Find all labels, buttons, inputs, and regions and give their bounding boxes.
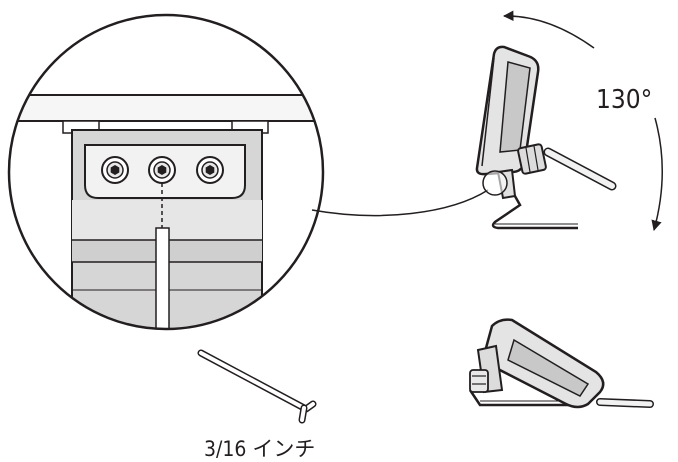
angle-label: 130° [596, 85, 652, 115]
rotation-indicator: 130° [502, 10, 663, 232]
rotation-arc-bottom [651, 117, 663, 232]
detail-callout-circle [482, 170, 508, 196]
hex-wrench [197, 349, 317, 424]
rotation-arc-top [502, 10, 595, 49]
housing-edge [9, 94, 323, 122]
display-tilted [468, 318, 654, 409]
bolt-center [148, 156, 176, 184]
hex-key-inserted [155, 227, 170, 329]
display-upright [475, 45, 617, 230]
wrench-size-label: 3/16 インチ [204, 437, 315, 461]
bolt-right [196, 156, 224, 184]
bolt-left [101, 156, 129, 184]
magnified-detail [7, 13, 489, 331]
leader-line [311, 189, 489, 217]
